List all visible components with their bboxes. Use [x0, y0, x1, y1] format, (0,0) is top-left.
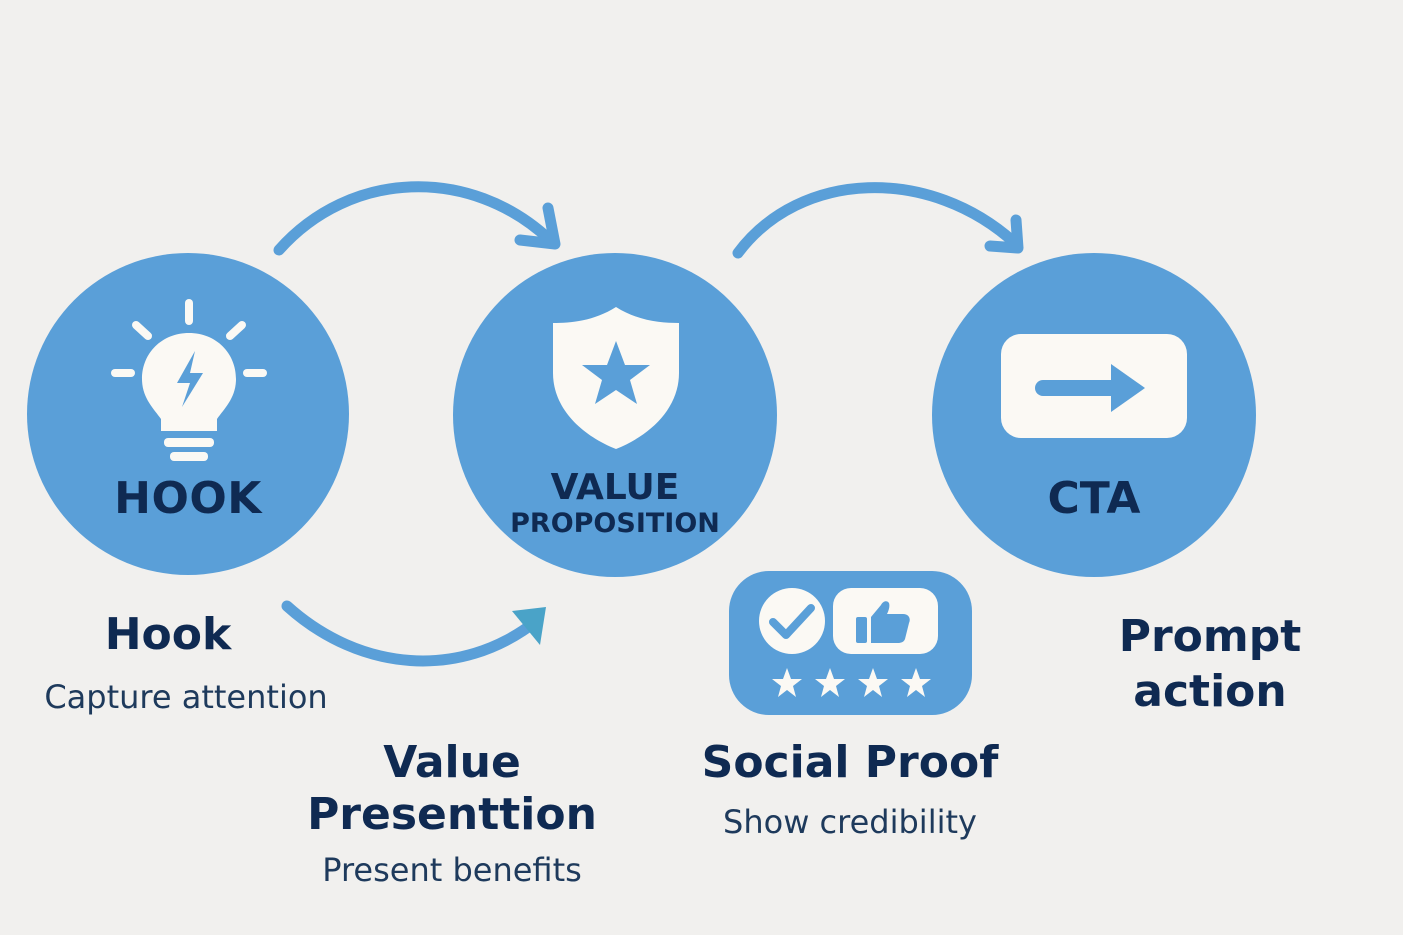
prompt-step-title-line1: Prompt — [1118, 611, 1302, 662]
social-proof-step-description: Show credibility — [723, 803, 977, 841]
star-icon — [858, 668, 888, 697]
prompt-step-title: Prompt action — [1100, 609, 1320, 719]
hook-circle: HOOK — [27, 253, 349, 575]
lightbulb-lightning-icon — [111, 299, 267, 461]
value-step-title: Value Presenttion — [302, 737, 602, 841]
check-circle-icon — [759, 588, 825, 654]
hook-step-title: Hook — [104, 609, 232, 660]
value-step-title-line1: Value — [383, 737, 521, 788]
hook-circle-label: HOOK — [114, 473, 262, 524]
arrow-hook-to-value — [273, 181, 556, 256]
arrowhead-value-to-cta — [984, 214, 1024, 254]
hook-step-description: Capture attention — [44, 678, 328, 716]
arrow-value-to-cta — [732, 182, 1022, 259]
social-proof-card — [729, 571, 972, 715]
value-proposition-circle: VALUE PROPOSITION — [453, 253, 777, 577]
star-icon — [772, 668, 802, 697]
star-icon — [901, 668, 931, 697]
prompt-step-title-line2: action — [1133, 666, 1287, 717]
value-circle-label-line2: PROPOSITION — [510, 508, 720, 539]
arrow-right-button-icon — [1001, 334, 1187, 438]
social-proof-step-title: Social Proof — [701, 737, 999, 788]
thumbs-up-icon — [833, 588, 938, 654]
value-circle-label-line1: VALUE — [550, 467, 680, 508]
value-step-title-line2: Presenttion — [307, 789, 597, 840]
arrowhead-hook-to-value — [514, 202, 561, 250]
cta-circle: CTA — [932, 253, 1256, 577]
arrowhead-hook-to-value-lower — [512, 607, 546, 645]
shield-star-icon — [553, 307, 679, 449]
value-step-description: Present benefits — [322, 851, 582, 889]
cta-circle-label: CTA — [1047, 473, 1141, 524]
star-icon — [815, 668, 845, 697]
social-proof-icons — [759, 588, 938, 697]
arrow-hook-to-value-lower — [281, 600, 541, 667]
